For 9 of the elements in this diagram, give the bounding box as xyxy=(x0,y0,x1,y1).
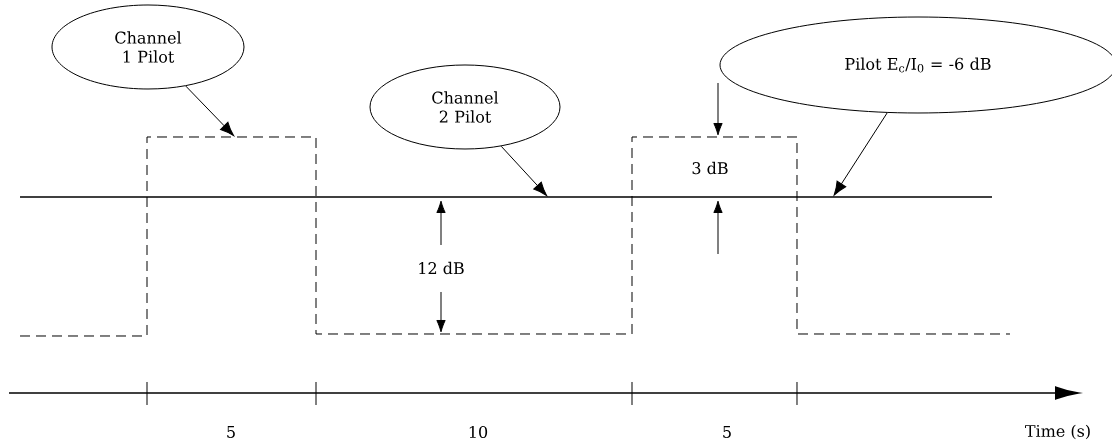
measurement-label: 3 dB xyxy=(692,161,728,175)
axis-title: Time (s) xyxy=(1025,424,1090,440)
tick-label: 5 xyxy=(723,426,731,438)
measurement-label: 12 dB xyxy=(419,261,464,275)
leader-line xyxy=(833,112,888,196)
tick-label: 10 xyxy=(469,425,488,439)
leader-line xyxy=(185,85,235,136)
tick-label: 5 xyxy=(227,426,235,438)
leader-line xyxy=(500,145,548,196)
